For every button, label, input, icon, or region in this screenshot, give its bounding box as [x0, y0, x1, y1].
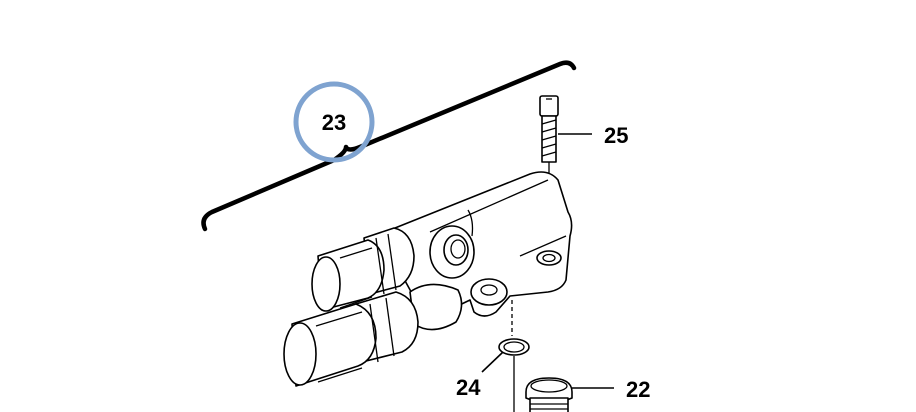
- highlight-circle: [293, 81, 375, 163]
- assembly-bracket: [201, 60, 577, 232]
- callout-label-25[interactable]: 25: [604, 123, 628, 148]
- callout-23[interactable]: 23: [293, 81, 375, 163]
- bolt: [539, 95, 559, 258]
- valve-body: [394, 171, 573, 331]
- plug: [525, 377, 573, 412]
- callout-label-22[interactable]: 22: [626, 377, 650, 402]
- lower-fitting: [283, 291, 419, 387]
- leader-24: [481, 351, 504, 373]
- callout-label-23: 23: [322, 110, 346, 135]
- o-ring: [498, 300, 530, 412]
- upper-fitting: [311, 227, 415, 312]
- callout-label-24[interactable]: 24: [456, 375, 481, 400]
